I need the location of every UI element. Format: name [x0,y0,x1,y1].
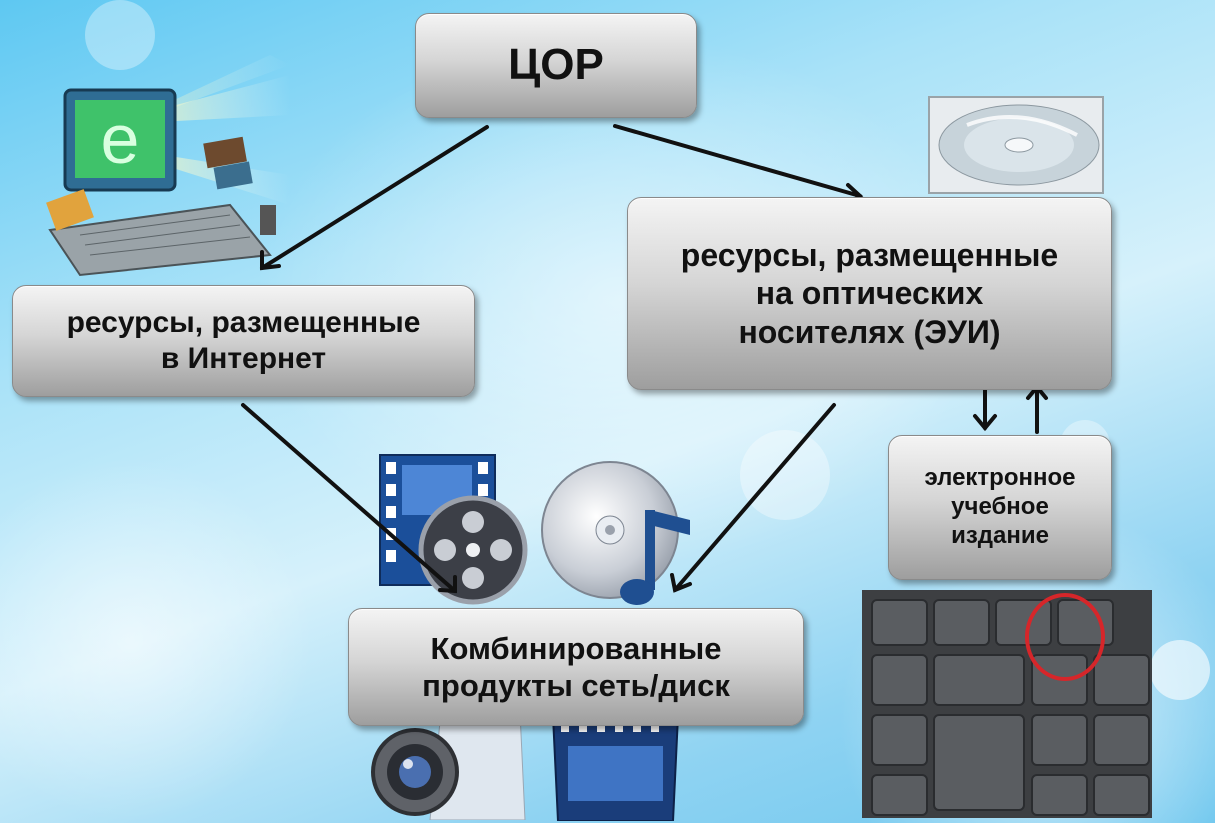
svg-text:e: e [101,100,140,178]
arrowhead [670,573,692,593]
node-edu-line-1: электронное [924,464,1076,492]
node-combined-line-1: Комбинированные [430,630,722,666]
node-cor-label: ЦОР [508,40,604,90]
node-edu-line-2: учебное [951,493,1049,521]
arrow-root-to-optical [613,124,862,198]
computer-e-icon: e [46,55,290,277]
bokeh-circle [1150,640,1210,700]
node-optical-line-3: носителях (ЭУИ) [738,313,1001,350]
arrowhead [438,575,457,594]
node-internet-resources: ресурсы, размещенные в Интернет [12,285,475,397]
arrow-root-to-internet [260,125,489,270]
film-reel-icon [379,454,528,605]
node-combined-products: Комбинированные продукты сеть/диск [348,608,804,726]
cd-music-icon [541,461,690,605]
node-electronic-edition: электронное учебное издание [888,435,1112,580]
arrow-internet-to-combined [241,403,457,593]
node-internet-line-2: в Интернет [160,342,327,375]
node-edu-line-3: издание [951,521,1049,549]
arrow-optical-to-combined [673,403,836,592]
node-cor: ЦОР [415,13,697,118]
node-combined-line-2: продукты сеть/диск [422,668,730,703]
bokeh-circle [740,430,830,520]
film-strip-icon [551,716,680,821]
cd-case-icon [928,96,1104,194]
node-optical-line-1: ресурсы, размещенные [680,236,1059,273]
node-optical-resources: ресурсы, размещенные на оптических носит… [627,197,1112,390]
keyboard-photo [862,590,1152,818]
camera-lens-icon [371,712,526,820]
arrowhead [973,414,997,432]
node-optical-line-2: на оптических [755,275,984,312]
bokeh-circle [85,0,155,70]
arrowhead [260,250,281,271]
node-internet-line-1: ресурсы, размещенные [66,306,421,339]
